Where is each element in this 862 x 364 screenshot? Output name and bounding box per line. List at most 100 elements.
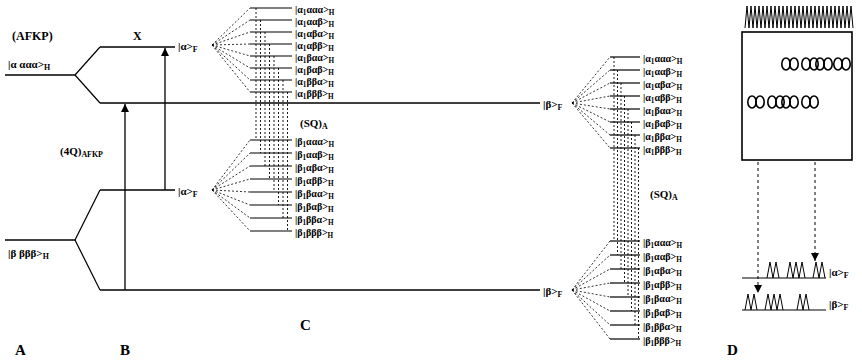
state-label: |β1αβα>H bbox=[295, 162, 334, 173]
sublevel bbox=[250, 139, 292, 140]
state-label: |β1ααα>H bbox=[295, 136, 334, 147]
sq-transition bbox=[265, 32, 266, 166]
sq-transition bbox=[269, 44, 270, 179]
sq-transition bbox=[621, 83, 622, 269]
panel-letter: D bbox=[727, 342, 738, 358]
label-slot: |α1ββα>H bbox=[643, 126, 682, 144]
state-label: |β1ααβ>H bbox=[295, 149, 334, 160]
spectrum-peak bbox=[799, 262, 805, 278]
label-slot: |β1ααβ>H bbox=[295, 144, 334, 162]
state-label: |α1βββ>H bbox=[295, 88, 334, 99]
sublevel bbox=[250, 55, 292, 56]
sample-box bbox=[742, 32, 852, 160]
label-slot: (SQ)A bbox=[300, 113, 328, 131]
label-slot: |α>F bbox=[829, 262, 849, 280]
fan-line bbox=[572, 57, 610, 103]
label-slot: |α1ααβ>H bbox=[643, 61, 682, 79]
splitting-line bbox=[75, 47, 100, 75]
label-slot: |β1βαβ>H bbox=[643, 302, 682, 320]
sublevel bbox=[610, 254, 640, 255]
label-slot: |α>F bbox=[178, 181, 198, 199]
state-label: |α1βαα>H bbox=[295, 52, 334, 63]
fan-line bbox=[572, 290, 610, 297]
splitting-line bbox=[75, 190, 100, 240]
sublevel bbox=[610, 82, 640, 83]
spectrum-comb bbox=[745, 6, 853, 28]
sublevel bbox=[250, 191, 292, 192]
label-slot: |β>F bbox=[829, 294, 848, 312]
fan-line bbox=[572, 70, 610, 103]
label-slot: |α1ααα>H bbox=[295, 0, 334, 17]
fan-line bbox=[212, 190, 250, 205]
fan-line bbox=[212, 45, 250, 80]
label-slot: |β1ββα>H bbox=[643, 316, 682, 334]
label-slot: |β>F bbox=[543, 94, 562, 112]
state-label: |β βββ>H bbox=[8, 247, 49, 259]
label-slot: |α1βαα>H bbox=[643, 100, 682, 118]
sublevel bbox=[250, 217, 292, 218]
sublevel bbox=[250, 31, 292, 32]
state-label: |β1αββ>H bbox=[643, 279, 682, 290]
label-slot: |α1βαα>H bbox=[295, 47, 334, 65]
spectrum-peak bbox=[819, 262, 825, 278]
state-label: |α1ββα>H bbox=[643, 131, 682, 142]
state-label: |β>F bbox=[543, 285, 562, 297]
state-label: |β1βββ>H bbox=[643, 335, 681, 346]
label-slot: |β1βββ>H bbox=[295, 222, 333, 240]
energy-level bbox=[100, 46, 175, 48]
state-label: |α1αββ>H bbox=[295, 40, 334, 51]
sq-transition bbox=[287, 92, 288, 231]
label-slot: |β1αββ>H bbox=[295, 170, 334, 188]
label-slot: |α1βββ>H bbox=[295, 83, 334, 101]
spectrum-peak bbox=[773, 262, 779, 278]
fan-line bbox=[572, 269, 610, 290]
state-label: |β1βαα>H bbox=[643, 293, 682, 304]
spectrum-peak bbox=[787, 262, 793, 278]
label-slot: |β1βββ>H bbox=[643, 330, 681, 348]
label-slot: |β>F bbox=[543, 281, 562, 299]
state-label: |β1ββα>H bbox=[643, 321, 682, 332]
label-slot: (AFKP) bbox=[12, 26, 53, 44]
spectrum-peak bbox=[767, 262, 773, 278]
label-slot: |α1βαβ>H bbox=[643, 113, 682, 131]
energy-level bbox=[100, 289, 540, 291]
sq-transition bbox=[624, 96, 625, 283]
fan-line bbox=[212, 8, 250, 45]
spectrum-peak bbox=[793, 262, 799, 278]
energy-level bbox=[100, 102, 540, 104]
spectrum-peak bbox=[745, 294, 751, 310]
label-slot: |β1αββ>H bbox=[643, 274, 682, 292]
sq-transition bbox=[638, 148, 639, 339]
sublevel bbox=[610, 240, 640, 241]
state-label: |β1ααα>H bbox=[643, 237, 682, 248]
sublevel bbox=[250, 79, 292, 80]
state-label: |α1βαβ>H bbox=[643, 118, 682, 129]
sq-transition bbox=[631, 122, 632, 311]
label-slot: |α1βββ>H bbox=[643, 139, 682, 157]
sublevel bbox=[250, 204, 292, 205]
state-label: |β1ββα>H bbox=[295, 214, 334, 225]
molecule-ring bbox=[748, 96, 756, 108]
molecule-ring bbox=[782, 96, 790, 108]
state-label: |α ααα>H bbox=[8, 58, 50, 70]
state-label: |α1ββα>H bbox=[295, 76, 334, 87]
label-slot: |α1ααα>H bbox=[643, 48, 682, 66]
label-slot: |α1αβα>H bbox=[643, 74, 682, 92]
state-label: |α1βαα>H bbox=[643, 105, 682, 116]
fan-line bbox=[572, 241, 610, 290]
sublevel bbox=[610, 310, 640, 311]
sublevel bbox=[610, 338, 640, 339]
spectrum-baseline bbox=[742, 309, 826, 310]
spectrum-peak bbox=[777, 294, 783, 310]
sq-transition bbox=[260, 20, 261, 153]
fan-line bbox=[212, 179, 250, 190]
sq-transition bbox=[617, 70, 618, 255]
state-label: |α1ααβ>H bbox=[643, 66, 682, 77]
molecule-ring bbox=[782, 58, 790, 70]
sq-transition bbox=[628, 109, 629, 297]
sq-transition bbox=[256, 8, 257, 140]
state-label: (SQ)A bbox=[650, 188, 678, 200]
state-label: |α1βββ>H bbox=[643, 144, 682, 155]
state-label: |α>F bbox=[178, 185, 198, 197]
molecule-ring bbox=[824, 58, 832, 70]
